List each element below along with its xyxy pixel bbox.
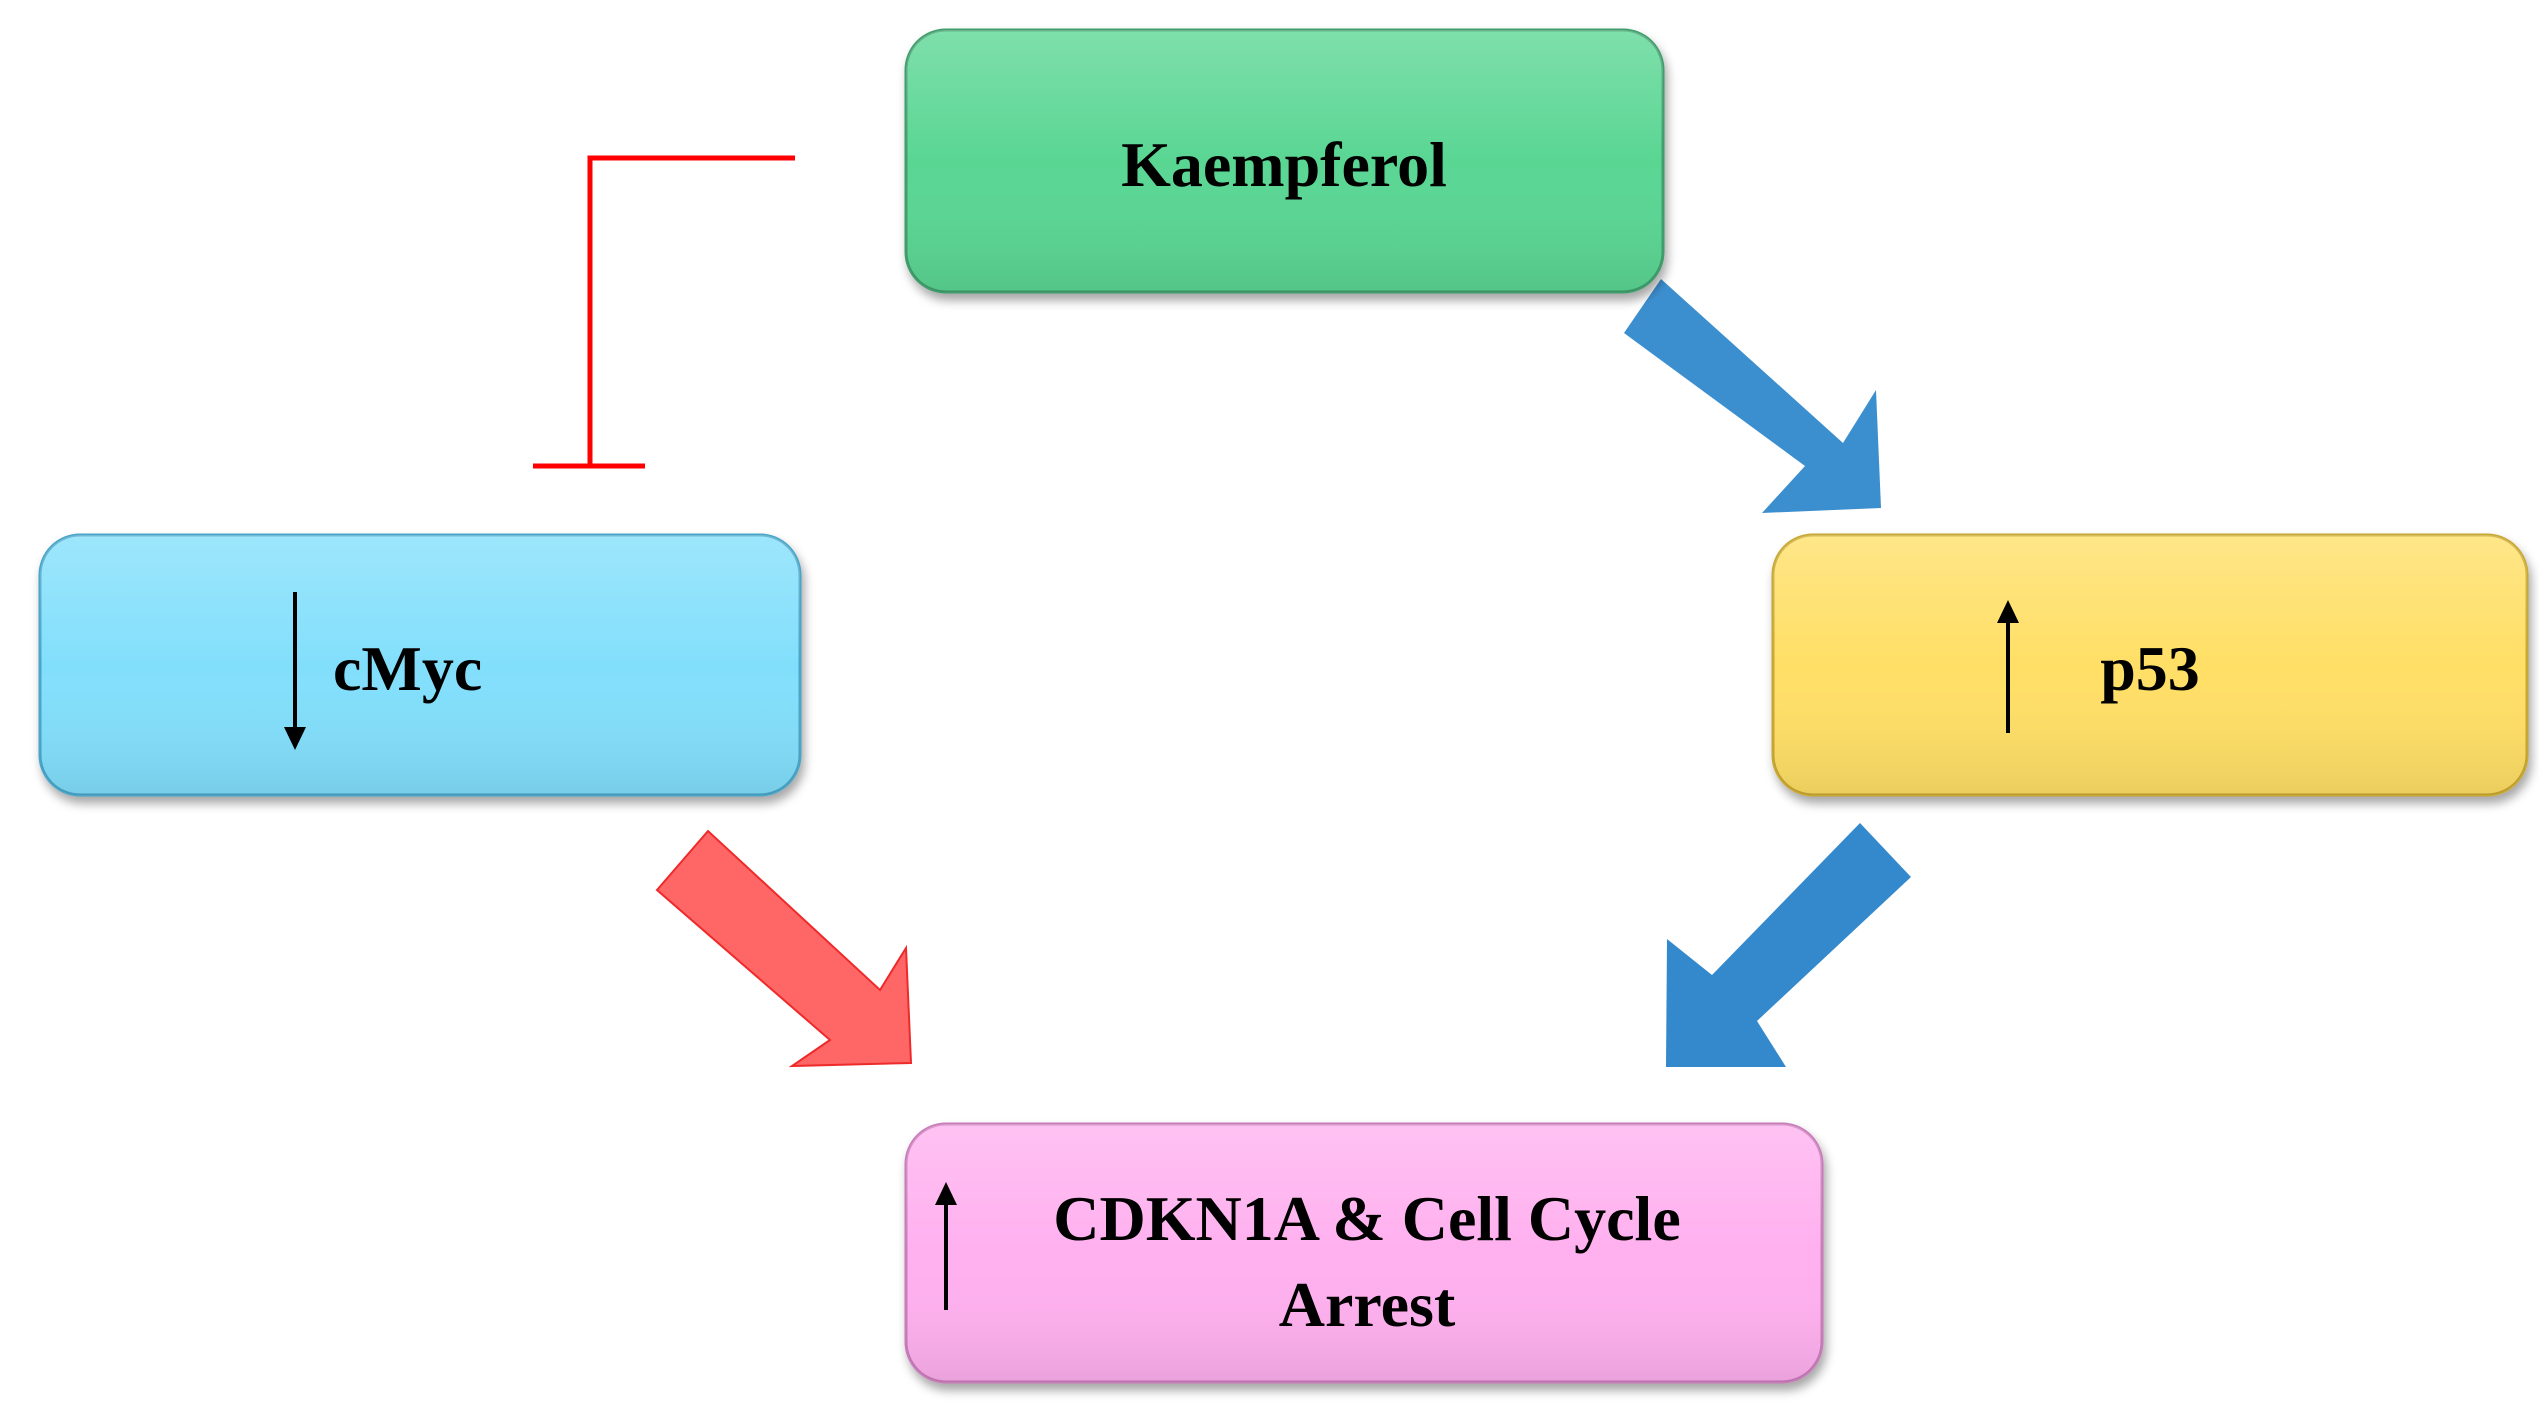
up-arrow-icon [935,1182,957,1310]
down-arrow-icon [284,592,306,750]
inhibition-edge-kaempferol-cmyc [533,155,795,469]
kaempferol-box-gloss [906,30,1663,292]
p53-node: p53 [1771,533,2529,797]
activation-arrow-kaempferol-p53 [1624,279,1881,513]
cdkn1a-node: CDKN1A & Cell Cycle Arrest [904,1122,1824,1384]
cmyc-node: cMyc [38,533,802,797]
cdkn1a-label-line-2: Arrest [1279,1269,1456,1340]
up-arrow-icon [1997,600,2019,733]
inhibition-line [587,155,795,466]
kaempferol-label: Kaempferol [1121,129,1447,200]
cdkn1a-label-line-1: CDKN1A & Cell Cycle [1053,1183,1680,1254]
cmyc-label: cMyc [333,633,482,704]
cmyc-box-gloss [40,535,800,795]
p53-label: p53 [2100,633,2200,704]
cdkn1a-box-gloss [906,1124,1822,1382]
p53-box-gloss [1773,535,2527,795]
activation-arrow-cmyc-cdkn1a [655,829,913,1068]
kaempferol-node: Kaempferol [904,28,1665,294]
activation-arrow-p53-cdkn1a [1666,823,1911,1067]
